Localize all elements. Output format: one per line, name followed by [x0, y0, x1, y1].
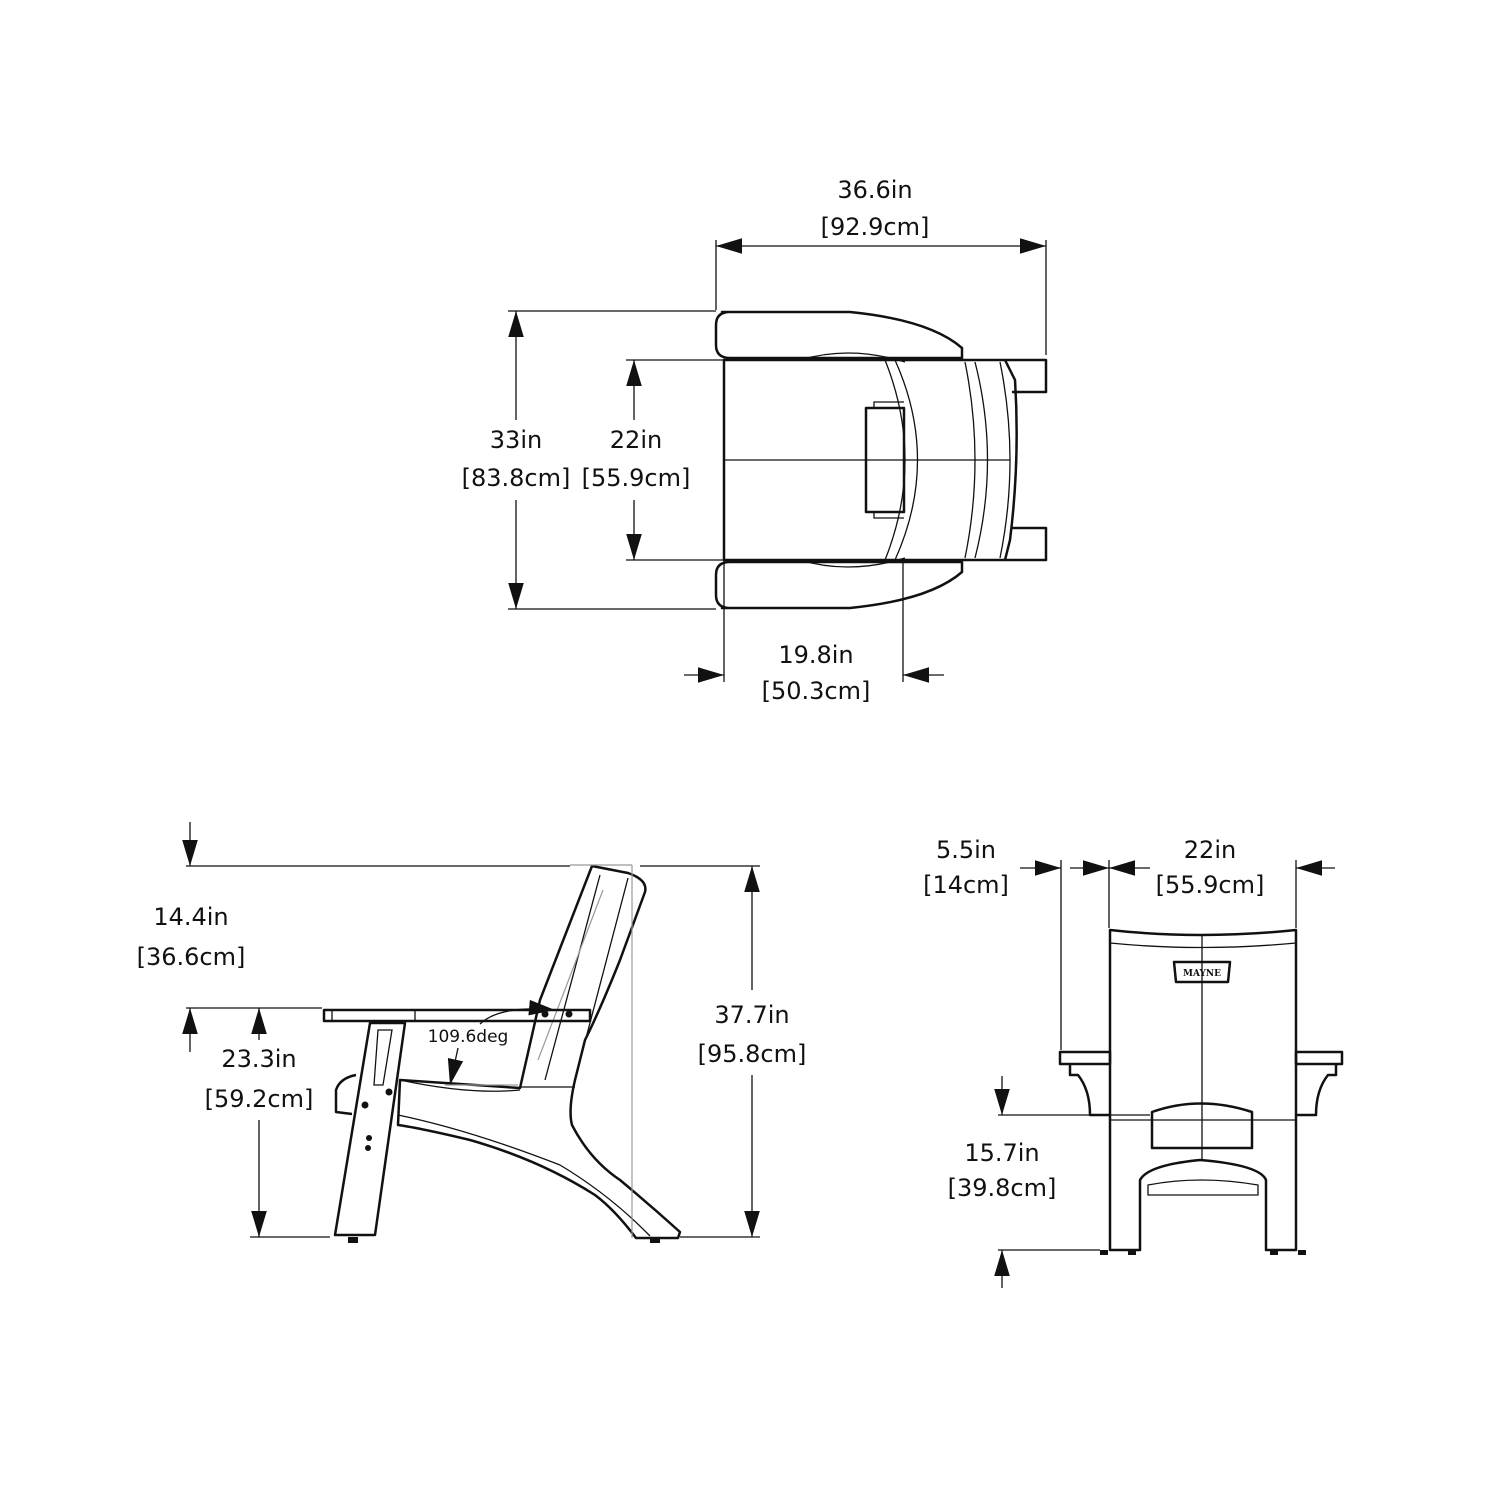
dimension-label-cm: [36.6cm]	[137, 943, 246, 971]
dimension-label-inches: 14.4in	[153, 903, 228, 931]
dimension-label-cm: [14cm]	[923, 871, 1009, 899]
dimension-label-inches: 5.5in	[936, 836, 996, 864]
top-view: 36.6in [92.9cm] 33in [83.8cm] 22in [55.9…	[462, 176, 1048, 705]
dimension-overall-height: 37.7in [95.8cm]	[640, 865, 807, 1238]
mayne-logo: MAYNE	[1183, 969, 1221, 979]
dimension-label-inches: 33in	[490, 426, 542, 454]
dimension-label-cm: [59.2cm]	[205, 1085, 314, 1113]
dimension-back-above-arm: 14.4in [36.6cm]	[137, 822, 570, 1052]
dimension-label-cm: [92.9cm]	[821, 213, 930, 241]
dimension-arm-width: 5.5in [14cm]	[923, 836, 1110, 1050]
dimension-label-cm: [55.9cm]	[1156, 871, 1265, 899]
dimension-label-cm: [39.8cm]	[948, 1174, 1057, 1202]
side-view-chair-outline	[322, 864, 682, 1243]
dimension-label-inches: 23.3in	[221, 1045, 296, 1073]
dimension-label-inches: 22in	[1184, 836, 1236, 864]
dimension-label-inches: 37.7in	[714, 1001, 789, 1029]
dimension-arm-height: 23.3in [59.2cm]	[205, 1008, 330, 1238]
side-view: 14.4in [36.6cm] 23.3in [59.2cm] 37.7in […	[137, 822, 807, 1243]
front-view-chair-outline: MAYNE	[1058, 928, 1344, 1255]
dimension-overall-width: 36.6in [92.9cm]	[715, 176, 1047, 355]
dimension-label-cm: [50.3cm]	[762, 677, 871, 705]
dimension-seat-height: 15.7in [39.8cm]	[948, 1076, 1150, 1288]
dimension-label-inches: 36.6in	[837, 176, 912, 204]
dimension-label-inches: 22in	[610, 426, 662, 454]
dimension-seat-depth: 19.8in [50.3cm]	[684, 560, 944, 705]
dimension-seat-width: 22in [55.9cm]	[582, 359, 724, 561]
dimension-back-angle: 109.6deg	[428, 999, 556, 1086]
angle-label: 109.6deg	[428, 1027, 509, 1047]
dimension-label-cm: [83.8cm]	[462, 464, 571, 492]
dimension-overall-depth: 33in [83.8cm]	[462, 310, 716, 610]
dimension-label-inches: 15.7in	[964, 1139, 1039, 1167]
dimension-label-cm: [55.9cm]	[582, 464, 691, 492]
top-view-chair-outline	[714, 310, 1048, 610]
dimension-front-seat-width: 22in [55.9cm]	[1109, 836, 1335, 928]
dimension-label-cm: [95.8cm]	[698, 1040, 807, 1068]
front-view: MAYNE 5.5in [14cm] 22in [55.9c	[923, 836, 1344, 1288]
dimension-label-inches: 19.8in	[778, 641, 853, 669]
